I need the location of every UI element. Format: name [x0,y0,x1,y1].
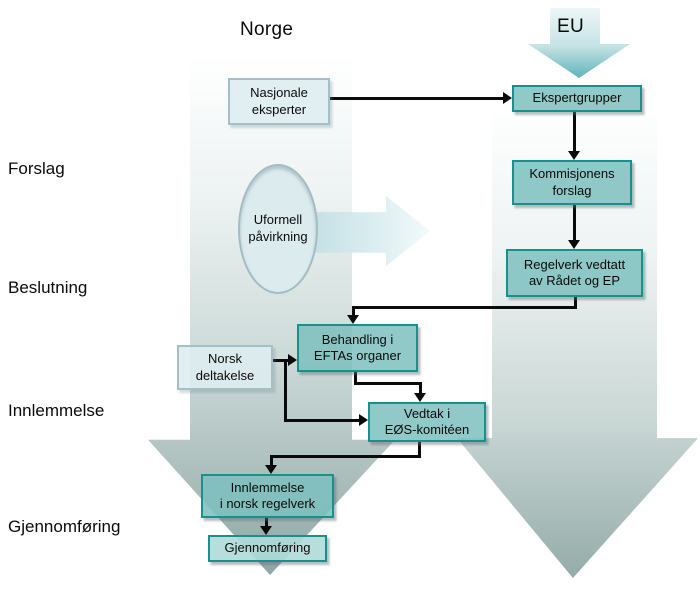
arrowhead-into-gjennomforing [260,526,272,535]
node-behandling-eftas: Behandling i EFTAs organer [297,324,418,372]
arrowhead-into-behandling-left [288,354,297,366]
connector-kommisjonens-regelverk [573,205,576,241]
arrowhead-into-vedtak-left [359,414,368,426]
column-title-eu: EU [557,16,584,37]
node-norsk-deltakelse: Norsk deltakelse [177,345,273,390]
connector-regelverk-elbow-down [574,297,577,309]
stage-label-gjennomforing: Gjennomføring [8,517,121,536]
arrowhead-into-innlemmelse [265,465,277,474]
stage-label-forslag: Forslag [8,159,65,178]
connector-behandling-elbow-down [354,372,357,385]
connector-innlemmelse-gjennomforing [265,518,268,527]
arrowhead-into-ekspertgrupper [503,92,512,104]
connector-behandling-elbow-stub [419,382,422,394]
node-gjennomforing: Gjennomføring [208,535,327,562]
node-nasjonale-eksperter: Nasjonale eksperter [228,78,330,125]
stage-label-beslutning: Beslutning [8,278,88,297]
node-regelverk-vedtatt: Regelverk vedtatt av Rådet og EP [506,249,643,297]
connector-nasjonale-ekspertgrupper [330,97,503,100]
arrowhead-into-regelverk [568,240,580,249]
arrowhead-into-behandling-top [347,315,359,324]
node-uformell-pavirkning: Uformell påvirkning [238,164,318,294]
connector-ekspertgrupper-kommisjonens [573,112,576,152]
connector-norsk-branch-right [284,419,359,422]
node-ekspertgrupper: Ekspertgrupper [512,85,642,112]
connector-vedtak-elbow-left [270,455,421,458]
connector-vedtak-elbow-down [418,442,421,458]
node-vedtak-eos: Vedtak i EØS-komitéen [368,402,486,442]
connector-norsk-branch-down [284,359,287,422]
connector-regelverk-elbow-left [354,306,577,309]
arrowhead-into-kommisjonens [568,151,580,160]
connector-norsk-behandling [273,359,289,362]
node-kommisjonens-forslag: Kommisjonens forslag [512,160,632,205]
connector-behandling-elbow-right [354,382,422,385]
stage-label-innlemmelse: Innlemmelse [8,401,105,420]
node-innlemmelse-norsk: Innlemmelse i norsk regelverk [201,474,334,518]
connector-vedtak-elbow-stub [270,455,273,466]
arrowhead-into-vedtak-top [414,393,426,402]
column-title-norge: Norge [240,19,294,40]
connector-regelverk-elbow-stub [352,306,355,316]
